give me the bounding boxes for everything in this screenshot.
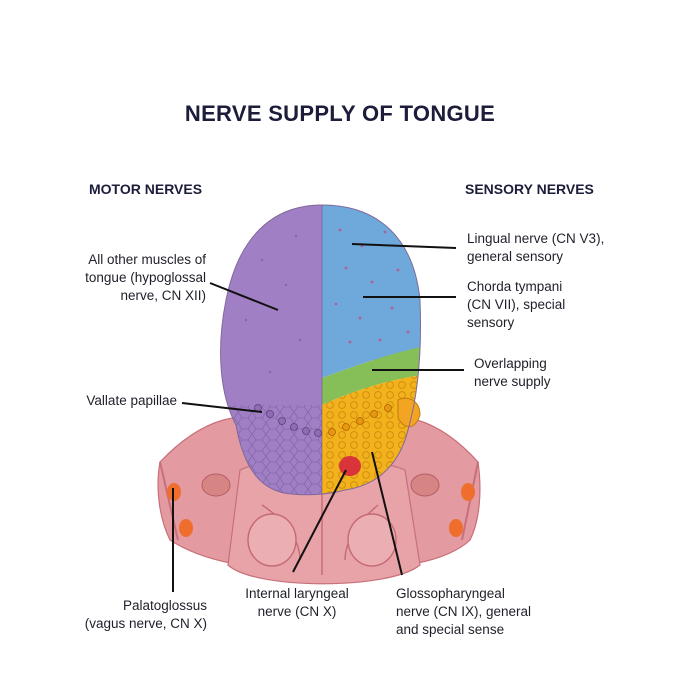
motor-nerves-heading: MOTOR NERVES	[89, 181, 203, 197]
pointer-internal-laryngeal	[292, 469, 347, 573]
pointer-glossopharyngeal	[371, 451, 403, 576]
label-palatoglossus: Palatoglossus (vagus nerve, CN X)	[84, 598, 207, 631]
label-other-muscles: All other muscles of tongue (hypoglossal…	[85, 252, 206, 303]
pointer-other-muscles	[209, 282, 279, 311]
label-internal-laryngeal: Internal laryngeal nerve (CN X)	[245, 586, 349, 619]
label-overlapping-supply: Overlapping nerve supply	[474, 356, 551, 389]
label-glossopharyngeal: Glossopharyngeal nerve (CN IX), general …	[396, 586, 532, 637]
label-lingual-nerve: Lingual nerve (CN V3), general sensory	[467, 231, 605, 264]
pharynx-tissue	[157, 415, 481, 585]
label-chorda-tympani: Chorda tympani (CN VII), special sensory	[467, 279, 566, 330]
label-vallate-papillae: Vallate papillae	[86, 393, 177, 408]
vallate-papillae	[254, 404, 322, 437]
internal-laryngeal-patch	[339, 456, 361, 476]
diagram-title: NERVE SUPPLY OF TONGUE	[184, 101, 496, 126]
overlap-region	[322, 345, 421, 405]
sensory-nerves-heading: SENSORY NERVES	[465, 181, 594, 197]
pointer-vallate	[181, 402, 263, 413]
pointer-lines	[172, 243, 464, 592]
pointer-lingual	[351, 243, 457, 249]
